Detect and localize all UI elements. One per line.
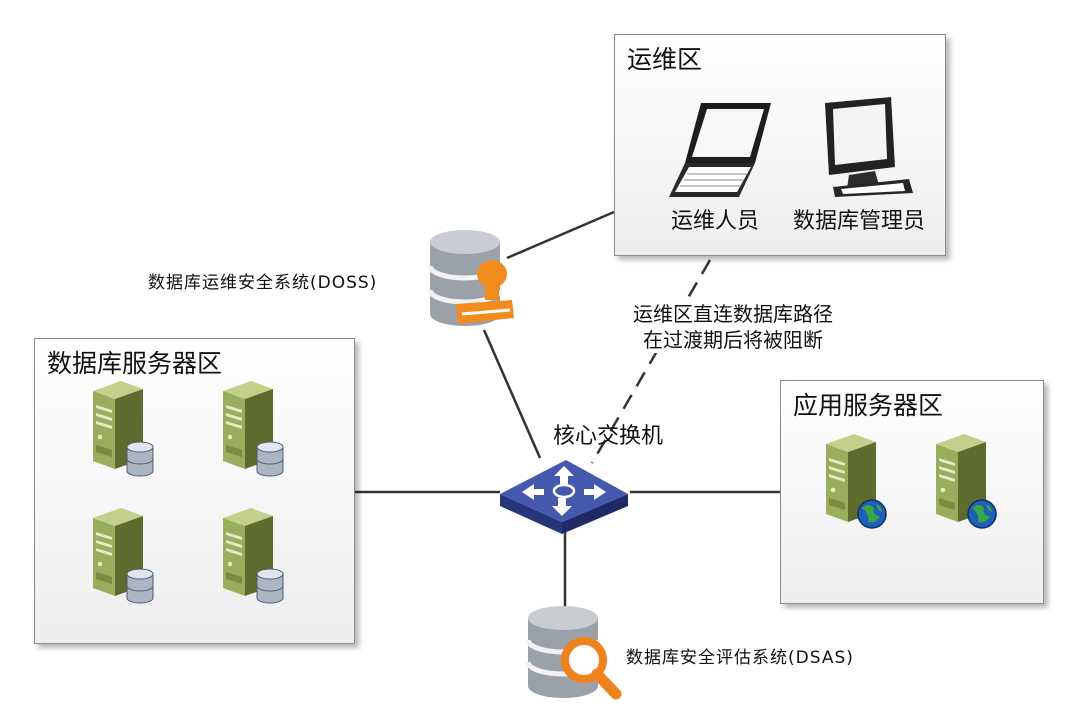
db-server-1 (87, 377, 163, 485)
server-tower-icon (93, 508, 154, 604)
server-tower-icon (93, 381, 154, 477)
db-server-2 (217, 377, 293, 485)
ops-personnel-label: 运维人员 (671, 209, 760, 234)
globe-badge-icon (967, 499, 997, 529)
magnifier-icon (561, 637, 622, 700)
core-switch-icon (500, 460, 628, 534)
transition-note: 运维区直连数据库路径 在过渡期后将被阻断 (568, 301, 898, 353)
app-server-zone-title: 应用服务器区 (793, 391, 944, 420)
server-tower-icon (936, 434, 997, 529)
laptop-icon (669, 103, 771, 197)
globe-badge-icon (857, 499, 887, 529)
server-tower-icon (223, 381, 284, 477)
database-badge-icon (256, 441, 284, 477)
core-switch-label: 核心交换机 (553, 424, 664, 449)
database-badge-icon (256, 568, 284, 604)
db-server-zone-title: 数据库服务器区 (47, 349, 223, 378)
app-server-2 (930, 430, 1006, 538)
link-doss-ops-zone (506, 210, 615, 260)
server-tower-icon (826, 434, 887, 529)
switch-arrows-icon (522, 466, 606, 516)
app-server-zone: 应用服务器区 (780, 380, 1044, 604)
ops-zone: 运维区 运维人员 数据库管理员 (614, 34, 946, 256)
doss-database-icon (427, 230, 514, 326)
dashed-direct-path (590, 259, 712, 464)
dsas-label: 数据库安全评估系统(DSAS) (626, 648, 854, 668)
database-badge-icon (126, 568, 154, 604)
db-server-zone: 数据库服务器区 (34, 338, 355, 644)
transition-note-line-2: 在过渡期后将被阻断 (643, 328, 823, 352)
db-server-4 (217, 504, 293, 612)
db-server-3 (87, 504, 163, 612)
dba-label: 数据库管理员 (793, 209, 926, 234)
stamp-icon (456, 260, 514, 324)
link-doss-switch (482, 329, 542, 459)
server-tower-icon (223, 508, 284, 604)
dsas-database-icon (525, 606, 622, 700)
monitor-icon (825, 97, 913, 197)
ops-zone-title: 运维区 (627, 45, 703, 74)
app-server-1 (820, 430, 896, 538)
doss-label: 数据库运维安全系统(DOSS) (148, 273, 378, 293)
database-badge-icon (126, 441, 154, 477)
transition-note-line-1: 运维区直连数据库路径 (633, 302, 833, 326)
